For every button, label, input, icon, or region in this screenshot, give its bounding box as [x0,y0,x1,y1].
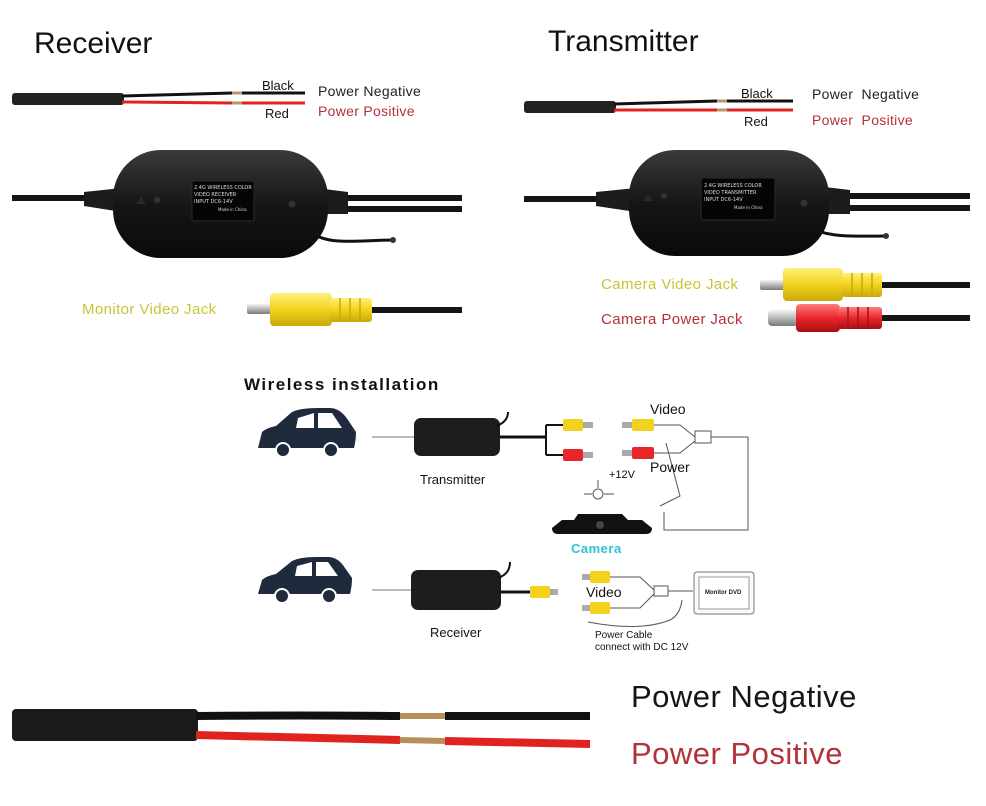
installation-diagram [258,408,755,627]
transmitter-wire-red-label: Red [744,114,768,129]
camera-video-jack-label: Camera Video Jack [601,276,739,293]
camera-label: Camera [571,541,622,556]
bottom-power-positive: Power Positive [631,736,844,771]
receiver-device-label: 2.4G WIRELESS COLOR VIDEO RECEIVER INPUT… [194,185,252,212]
transmitter-heading: Transmitter [548,25,699,58]
car-icon [258,408,356,458]
plus-12v-label: +12V [609,469,635,481]
transmitter-power-negative: Power Negative [812,86,920,102]
receiver-power-positive: Power Positive [318,103,415,119]
transmitter-power-positive: Power Positive [812,112,913,128]
cable-closeup [12,709,591,748]
transmitter-device-label: 2.4G WIRELESS COLOR VIDEO TRANSMITTER IN… [704,183,763,210]
bottom-power-negative: Power Negative [631,679,857,714]
power-cable-label: Power Cable [595,630,653,641]
power-cable-dc-label: connect with DC 12V [595,642,689,653]
camera-power-jack-label: Camera Power Jack [601,311,743,328]
monitor-dvd-label: Monitor DVD [705,590,742,596]
receiver-product-icon [12,91,462,326]
receiver-power-negative: Power Negative [318,83,422,99]
transmitter-product-icon [524,99,970,332]
transmitter-diagram-label: Transmitter [420,472,486,487]
transmitter-wire-black-label: Black [741,86,773,101]
receiver-wire-red-label: Red [265,106,289,121]
receiver-heading: Receiver [34,27,153,60]
video-label-top: Video [650,401,686,417]
installation-title: Wireless installation [244,375,440,394]
power-label: Power [650,459,690,475]
car-icon [258,557,352,604]
receiver-diagram-label: Receiver [430,625,482,640]
monitor-video-jack-label: Monitor Video Jack [82,301,217,318]
receiver-wire-black-label: Black [262,78,294,93]
video-label-bottom: Video [586,584,622,600]
